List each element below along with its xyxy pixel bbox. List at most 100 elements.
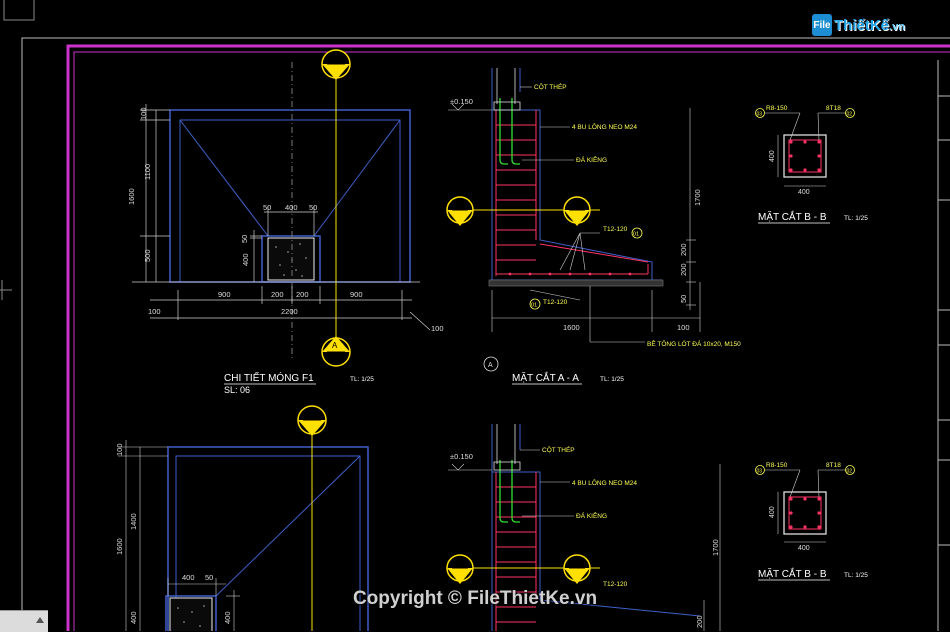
section-title: MẶT CẮT B - B [758,210,827,223]
label-rebar: T12-120 [543,299,568,306]
main-bar-label: 8T18 [826,105,841,112]
dim-text: 400 [798,189,810,196]
tie-label: R8-150 [766,105,788,112]
dim-text: 1700 [711,539,720,556]
svg-text:A: A [488,362,493,369]
logo-badge: File [812,14,832,36]
section-scale: TL: 1/25 [600,376,624,383]
label-bolts: 4 BU LÔNG NEO M24 [572,478,637,487]
section-a-a: B B [446,68,741,385]
plan-title: CHI TIẾT MÓNG F1 [224,371,314,384]
dim-text: 500 [143,249,152,262]
dim-text: 50 [309,203,317,212]
axis-bubble-icon: A [483,356,499,372]
section-marker-icon: A [321,336,351,367]
section-scale: TL: 1/25 [844,215,868,222]
section-marker-icon: B [446,554,474,584]
tie-label: R8-150 [766,462,788,469]
elevation-text: ±0.150 [450,97,473,106]
label-column: CỘT THÉP [542,445,575,454]
foundation-plan-1: 100 1100 500 1600 50 400 50 400 50 900 2… [127,49,444,395]
dim-text: 400 [769,150,776,162]
copyright-watermark: Copyright © FileThietKe.vn [352,588,598,609]
section-a-a-2: B B ±0.150 CỘT THÉP 4 BU LÔNG NEO M24 ĐÁ… [446,424,721,631]
dim-text: 200 [679,243,688,256]
rebar-tag-icon: 01 01 [529,227,643,310]
svg-text:01: 01 [531,303,537,309]
svg-text:A: A [308,410,314,419]
dim-text: 50 [205,573,213,582]
section-scale: TL: 1/25 [844,572,868,579]
label-rebar: T12-120 [603,581,628,588]
foundation-plan-2: 100 1400 1600 400 400 400 50 A [115,405,369,631]
svg-text:A: A [332,55,338,64]
label-bolts: 4 BU LÔNG NEO M24 [572,122,637,131]
label-lean-concrete: BÊ TÔNG LÓT ĐÁ 10x20, M150 [647,339,741,348]
dim-text: 400 [182,573,195,582]
dim-text: 50 [240,235,249,243]
dim-text: 50 [263,203,271,212]
dim-text: 400 [241,253,250,266]
section-title: MẶT CẮT B - B [758,567,827,580]
section-marker-icon: B [563,196,591,226]
dim-text: 400 [129,611,138,624]
svg-text:01: 01 [633,232,639,238]
dim-text: 1600 [563,323,580,332]
dim-text: 100 [431,324,444,333]
dim-text: 100 [139,107,148,120]
main-bar-label: 8T18 [826,462,841,469]
rebar-tag: 03 [757,469,763,475]
dim-text: 100 [677,323,690,332]
dim-text: 200 [695,615,704,628]
section-title: MẶT CẮT A - A [512,371,579,384]
section-marker-icon: A [321,49,351,80]
svg-text:B: B [457,202,462,209]
svg-text:B: B [457,560,462,567]
scroll-up-arrow-icon [36,617,44,623]
plan-scale: TL: 1/25 [350,376,374,383]
dim-text: 400 [769,506,776,518]
dim-text: 1400 [129,513,138,530]
section-b-b-2: 03 02 R8-150 8T18 400 400 MẶT CẮT B - B … [755,462,868,581]
svg-text:B: B [574,560,579,567]
dim-text: 1700 [693,189,702,206]
label-stone: ĐÁ KIÊNG [576,511,607,520]
dim-text: 2200 [281,307,298,316]
rebar-tag: 02 [847,469,853,475]
dim-text: 100 [148,307,161,316]
label-rebar: T12-120 [603,226,628,233]
title-block-strip [937,60,950,631]
rebar-tag: 03 [757,112,763,118]
elevation-text: ±0.150 [450,452,473,461]
dim-text: 50 [679,295,688,303]
dim-text: 1100 [143,164,152,180]
dim-text: 1600 [127,188,136,205]
dim-text: 200 [296,290,309,299]
dim-text: 400 [223,611,232,624]
svg-text:B: B [574,202,579,209]
dim-text: 200 [271,290,284,299]
dim-text: 900 [218,290,231,299]
brand-logo[interactable]: File ThiếtKế.vn [812,14,905,36]
logo-domain: .vn [889,20,905,33]
section-marker-icon: B [563,554,591,584]
logo-name: ThiếtKế [834,16,890,34]
dim-text: 900 [350,290,363,299]
logo-text: ThiếtKế.vn [834,17,905,34]
label-column: CỘT THÉP [534,82,567,91]
dim-text: 400 [285,203,298,212]
plan-qty: SL: 06 [224,385,250,395]
dim-text: 1600 [115,538,124,555]
section-marker-icon: A [297,405,327,436]
section-b-b-1: 03 02 R8-150 8T18 400 400 MẶT CẮT B - B … [755,105,868,224]
scroll-button[interactable] [0,610,48,632]
label-stone: ĐÁ KIÊNG [576,155,607,164]
svg-text:A: A [332,341,338,350]
dim-text: 400 [798,545,810,552]
section-marker-icon: B [446,196,474,226]
rebar-tag: 02 [847,112,853,118]
dim-text: 100 [115,443,124,456]
dim-text: 200 [679,263,688,276]
